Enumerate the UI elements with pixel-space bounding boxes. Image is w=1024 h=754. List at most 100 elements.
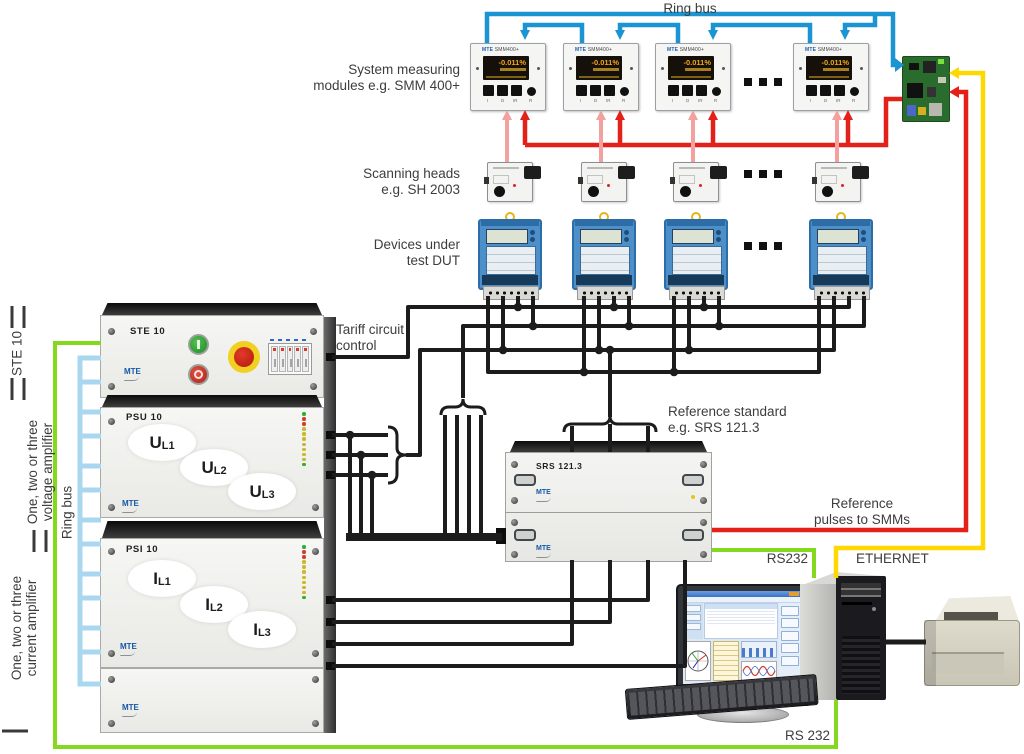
scanning-head-4 — [812, 162, 869, 202]
head-led — [699, 184, 702, 187]
mte-logo: MTE — [536, 489, 551, 502]
smm-header: MTE SMM400+ — [805, 47, 843, 53]
smm-button-label: I — [672, 98, 674, 103]
panel-dot — [537, 67, 540, 70]
pcb-pad — [938, 77, 946, 83]
pcb-connector — [929, 103, 942, 116]
smm-display: -0.011% — [668, 56, 714, 80]
rs232-label: RS232 — [766, 551, 808, 566]
smm-button — [483, 85, 494, 96]
smm-button-label: R — [852, 98, 856, 103]
srs-name: SRS 121.3 — [536, 461, 583, 471]
head-connector — [670, 177, 675, 184]
head-led — [841, 184, 844, 187]
smm-button-label: IR — [836, 98, 841, 103]
head-knob — [618, 166, 635, 179]
psu-name: PSU 10 — [126, 412, 163, 423]
smm-button — [806, 85, 817, 96]
rack-side-panel — [324, 317, 336, 733]
mte-logo: MTE — [122, 500, 139, 513]
head-led — [607, 184, 610, 187]
software-screen — [683, 591, 801, 684]
printer-paper-slot — [944, 612, 998, 620]
srs-left-connector — [496, 528, 506, 544]
voltage-terminal — [326, 451, 335, 459]
mte-logo: MTE — [120, 643, 137, 656]
scanning-head-1 — [484, 162, 541, 202]
srs-handle — [514, 474, 536, 486]
pcb-chip — [907, 83, 923, 98]
ethernet-label: ETHERNET — [856, 551, 929, 566]
meter-lcd — [486, 229, 528, 244]
panel-dot — [569, 67, 572, 70]
mte-logo: MTE — [536, 545, 551, 558]
smm-button-label: D — [501, 98, 505, 103]
head-connector — [578, 177, 583, 184]
voltage-terminal — [326, 431, 335, 439]
scanning-heads-label: Scanning heads e.g. SH 2003 — [363, 166, 460, 197]
current-terminal — [326, 596, 335, 604]
current-terminal — [326, 662, 335, 670]
smm-button — [696, 85, 707, 96]
bar-chart — [741, 641, 777, 658]
head-connector — [484, 177, 489, 184]
app-buttons — [779, 603, 801, 684]
head-lens — [822, 186, 833, 197]
meter-lcd — [672, 229, 714, 244]
ste-top-bezel — [102, 303, 322, 315]
current-terminal — [326, 640, 335, 648]
panel-dot — [476, 67, 479, 70]
rs232-bottom-label: RS 232 — [784, 728, 830, 743]
smm-round-button — [712, 87, 721, 96]
tower-slot — [842, 602, 872, 605]
ste10-bracket-label: STE 10 — [9, 330, 25, 377]
smm-button — [576, 85, 587, 96]
app-titlebar — [683, 591, 801, 597]
smm-button — [497, 85, 508, 96]
dut-label: Devices under test DUT — [373, 237, 460, 268]
meter-terminals — [814, 286, 870, 300]
ste-stop-button — [188, 364, 209, 385]
dut-meter-1 — [478, 212, 542, 300]
computer-tower — [836, 576, 886, 700]
current-terminal — [326, 618, 335, 626]
phasor-diagram — [685, 641, 711, 681]
mte-logo: MTE — [122, 704, 139, 717]
smm-button-label: D — [594, 98, 598, 103]
smm-button — [820, 85, 831, 96]
smm-button-label: IR — [606, 98, 611, 103]
tariff-terminal — [326, 353, 335, 361]
pcb-connector — [918, 107, 926, 115]
results-table — [713, 641, 739, 681]
meter-label-plate — [486, 246, 536, 275]
scanning-head-2 — [578, 162, 635, 202]
smm-button-label: IR — [698, 98, 703, 103]
srs-unit: SRS 121.3 MTE MTE — [505, 452, 712, 562]
meter-terminals — [577, 286, 633, 300]
meter-lcd — [817, 229, 859, 244]
head-lens — [588, 186, 599, 197]
psi-led-column — [302, 545, 306, 600]
srs-handle — [682, 529, 704, 541]
smm-button-label: I — [487, 98, 489, 103]
ste-name: STE 10 — [130, 326, 166, 337]
circuit-breakers — [268, 343, 312, 375]
panel-dot — [722, 67, 725, 70]
smm-button-label: R — [622, 98, 626, 103]
tower-drive-bay — [841, 583, 881, 597]
voltage-amplifier-label: One, two or three voltage amplifier — [25, 419, 55, 525]
dut-meter-2 — [572, 212, 636, 300]
ellipsis-smm — [744, 78, 782, 86]
meter-label-plate — [817, 246, 867, 275]
printer-shadow — [924, 620, 936, 686]
psi-top-bezel — [102, 521, 322, 538]
pcb-chip — [923, 61, 936, 73]
voltage-terminal — [326, 471, 335, 479]
meter-terminals — [483, 286, 539, 300]
panel-dot — [630, 67, 633, 70]
tower-power-button — [872, 607, 876, 611]
smm-round-button — [527, 87, 536, 96]
